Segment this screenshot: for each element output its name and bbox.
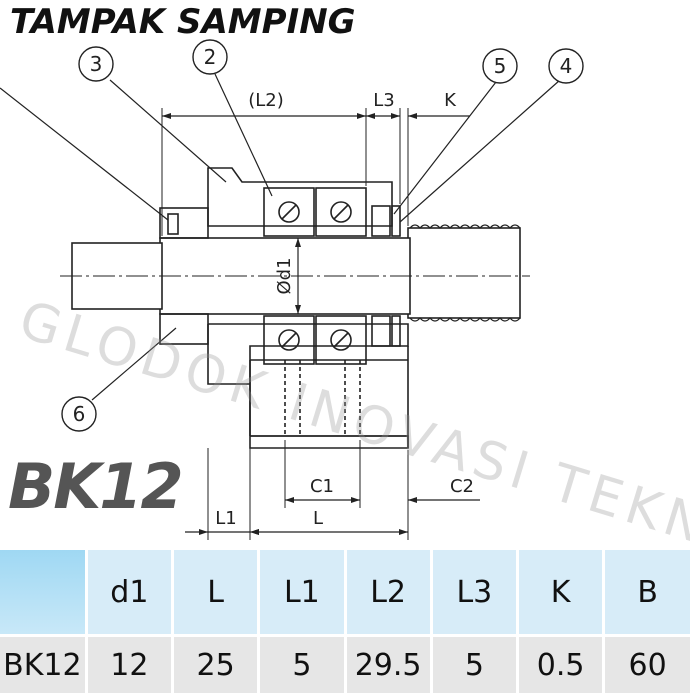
header-l: L (173, 550, 259, 636)
cell-b: 60 (604, 636, 690, 693)
seal-bottom (372, 316, 390, 346)
model-label: BK12 (8, 450, 182, 523)
dim-l3: L3 (373, 90, 394, 111)
lock-nut-top (160, 208, 208, 238)
callout-4: 4 (560, 54, 573, 78)
cell-l3: 5 (431, 636, 517, 693)
dim-c1: C1 (310, 476, 334, 497)
drawing-title: TAMPAK SAMPING (10, 2, 356, 42)
header-d1: d1 (86, 550, 172, 636)
dim-k: K (444, 90, 457, 111)
table-row: BK12 12 25 5 29.5 5 0.5 60 (0, 636, 690, 693)
dim-l: L (313, 508, 323, 529)
dim-l1: L1 (215, 508, 236, 529)
spec-table: d1 L L1 L2 L3 K B BK12 12 25 5 29.5 5 0.… (0, 550, 690, 693)
callout-6: 6 (73, 402, 86, 426)
callout-5: 5 (494, 54, 507, 78)
housing-top (208, 168, 392, 226)
table-corner (0, 550, 86, 636)
callout-3: 3 (90, 52, 103, 76)
dim-d1: Ød1 (274, 257, 295, 294)
threaded-shaft (408, 228, 520, 318)
header-l1: L1 (259, 550, 345, 636)
cell-l1: 5 (259, 636, 345, 693)
callout-2: 2 (204, 45, 217, 69)
header-b: B (604, 550, 690, 636)
cell-l: 25 (173, 636, 259, 693)
cell-d1: 12 (86, 636, 172, 693)
header-k: K (518, 550, 604, 636)
dim-l2: (L2) (248, 90, 284, 111)
cell-l2: 29.5 (345, 636, 431, 693)
header-l2: L2 (345, 550, 431, 636)
table-header-row: d1 L L1 L2 L3 K B (0, 550, 690, 636)
header-l3: L3 (431, 550, 517, 636)
cell-model: BK12 (0, 636, 86, 693)
seal-top (372, 206, 390, 236)
shaft-end (72, 243, 162, 309)
cell-k: 0.5 (518, 636, 604, 693)
